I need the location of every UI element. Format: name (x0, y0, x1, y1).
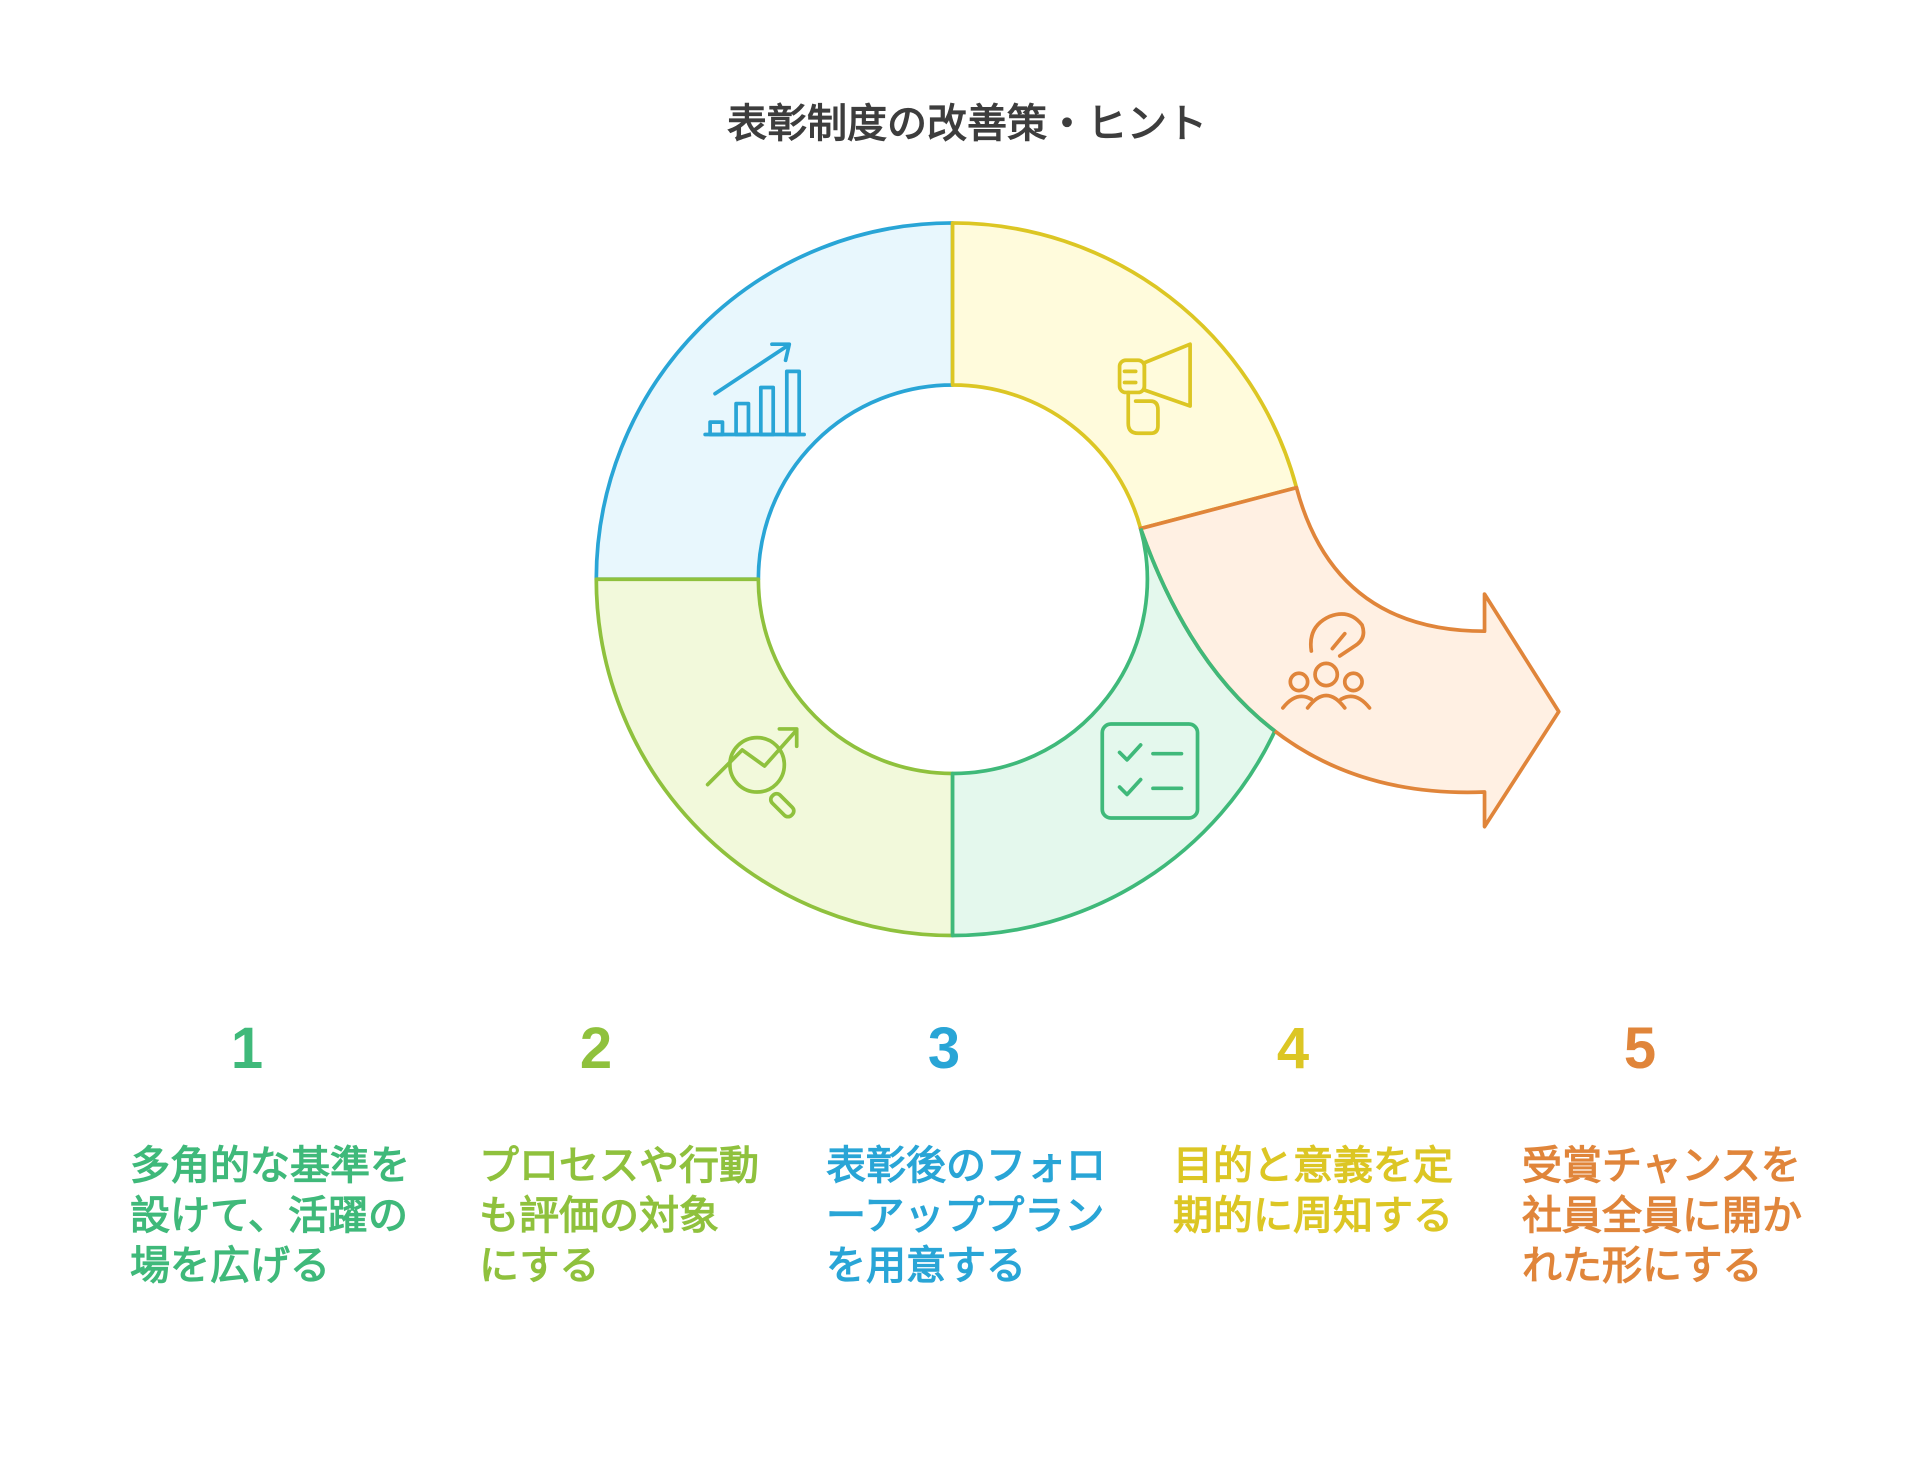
step-text-line: 期的に周知する (1173, 1193, 1453, 1239)
group-hand-icon (1281, 612, 1372, 710)
step-text-line: も評価の対象 (479, 1193, 719, 1239)
step-text-line: 目的と意義を定 (1173, 1143, 1453, 1189)
checklist-icon (1100, 722, 1200, 820)
step-text-4: 目的と意義を定 期的に周知する (1173, 1141, 1473, 1241)
step-number-5: 5 (1623, 1016, 1657, 1081)
step-text-line: 場を広げる (130, 1243, 330, 1289)
step-number-3: 3 (927, 1016, 961, 1081)
segment-step-4 (950, 221, 1299, 531)
megaphone-icon (1117, 342, 1192, 436)
step-text-line: れた形にする (1522, 1243, 1763, 1289)
step-text-5: 受賞チャンスを 社員全員に開か れた形にする (1522, 1141, 1822, 1291)
trend-magnifier-icon (705, 727, 799, 819)
step-text-line: 社員全員に開か (1522, 1193, 1802, 1239)
step-text-line: プロセスや行動 (479, 1143, 759, 1189)
step-text-line: 受賞チャンスを (1522, 1143, 1801, 1189)
segment-step-1-edge (1138, 527, 1276, 733)
step-number-2: 2 (579, 1016, 613, 1081)
step-text-line: 表彰後のフォロ (826, 1143, 1106, 1189)
step-text-3: 表彰後のフォロ ーアッププラン を用意する (826, 1141, 1126, 1291)
step-text-line: を用意する (826, 1243, 1026, 1289)
step-text-2: プロセスや行動 も評価の対象 にする (479, 1141, 779, 1291)
step-number-4: 4 (1276, 1016, 1310, 1081)
step-text-line: 多角的な基準を (130, 1143, 410, 1189)
step-text-1: 多角的な基準を 設けて、活躍の 場を広げる (130, 1141, 430, 1291)
growth-chart-icon (703, 342, 806, 437)
diagram-title: 表彰制度の改善策・ヒント (727, 101, 1207, 147)
step-text-line: にする (479, 1243, 600, 1289)
step-text-line: 設けて、活躍の (130, 1193, 408, 1239)
step-text-line: ーアッププラン (826, 1193, 1105, 1239)
step-number-1: 1 (230, 1016, 264, 1081)
